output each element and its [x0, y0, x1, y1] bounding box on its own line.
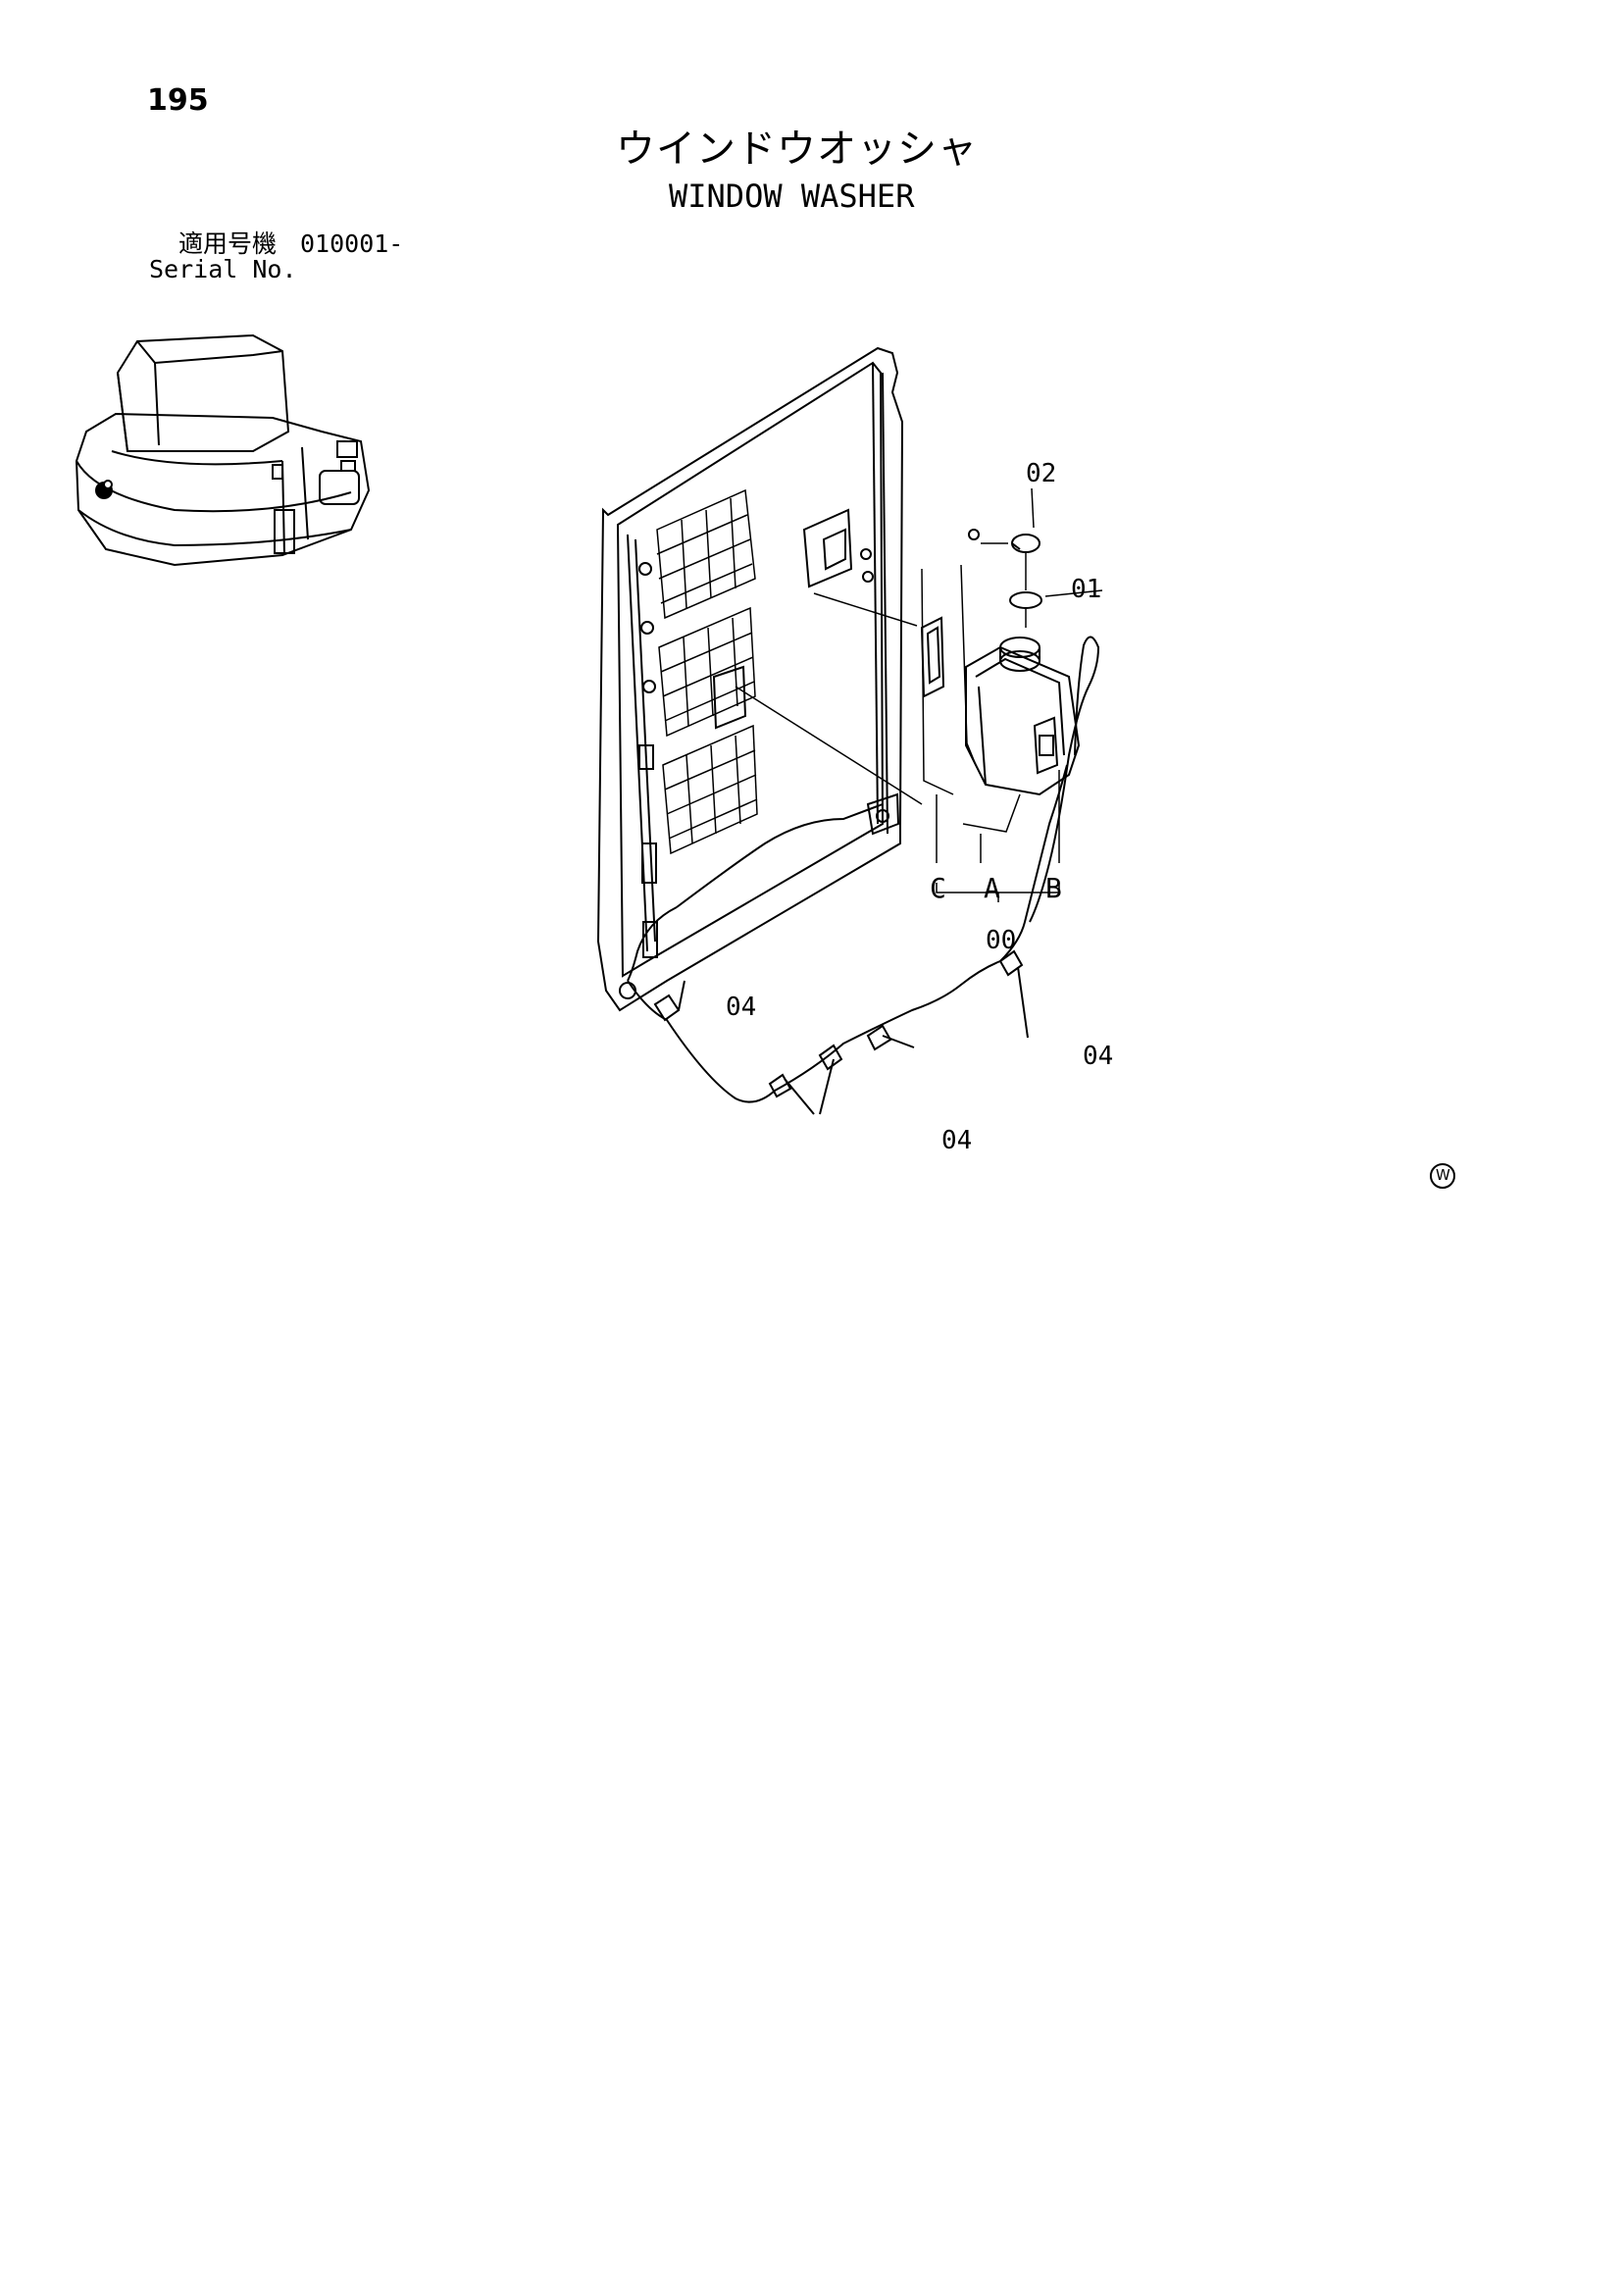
callout-04: 04 — [726, 993, 757, 1022]
door-latch — [802, 508, 874, 588]
machine-location-thumbnail — [75, 333, 371, 567]
upper-structure-outline — [75, 412, 371, 567]
callout-04: 04 — [1083, 1042, 1114, 1071]
lower-bracket — [712, 665, 900, 836]
callout-b: B — [1045, 872, 1062, 904]
tank-seal — [1009, 591, 1042, 609]
callout-02: 02 — [1026, 459, 1057, 488]
washer-hose — [627, 636, 1100, 1103]
washer-tank — [965, 637, 1081, 796]
callout-c: C — [930, 872, 946, 904]
serial-label-japanese: 適用号機 — [178, 230, 278, 258]
cab-outline — [116, 333, 290, 452]
serial-value: 010001- — [300, 230, 404, 258]
page-title: WINDOW WASHER — [669, 178, 915, 215]
tank-bracket — [920, 616, 945, 698]
page-number: 195 — [147, 83, 209, 118]
leader-lines — [735, 487, 1103, 902]
callout-01: 01 — [1071, 575, 1102, 604]
page-title-japanese: ウインドウオッシャ — [616, 127, 978, 172]
callout-04: 04 — [941, 1126, 973, 1155]
serial-label: Serial No. — [149, 255, 297, 283]
grille-vents — [656, 488, 758, 855]
hose-clips — [653, 949, 1029, 1115]
door-panel — [596, 346, 904, 1012]
tank-cap — [968, 529, 1040, 553]
callout-a: A — [984, 872, 1000, 904]
circled-w-icon: W — [1428, 1161, 1457, 1191]
callout-00: 00 — [986, 926, 1017, 955]
window-washer-diagram — [596, 346, 1103, 1115]
circled-w-letter: W — [1436, 1166, 1450, 1184]
